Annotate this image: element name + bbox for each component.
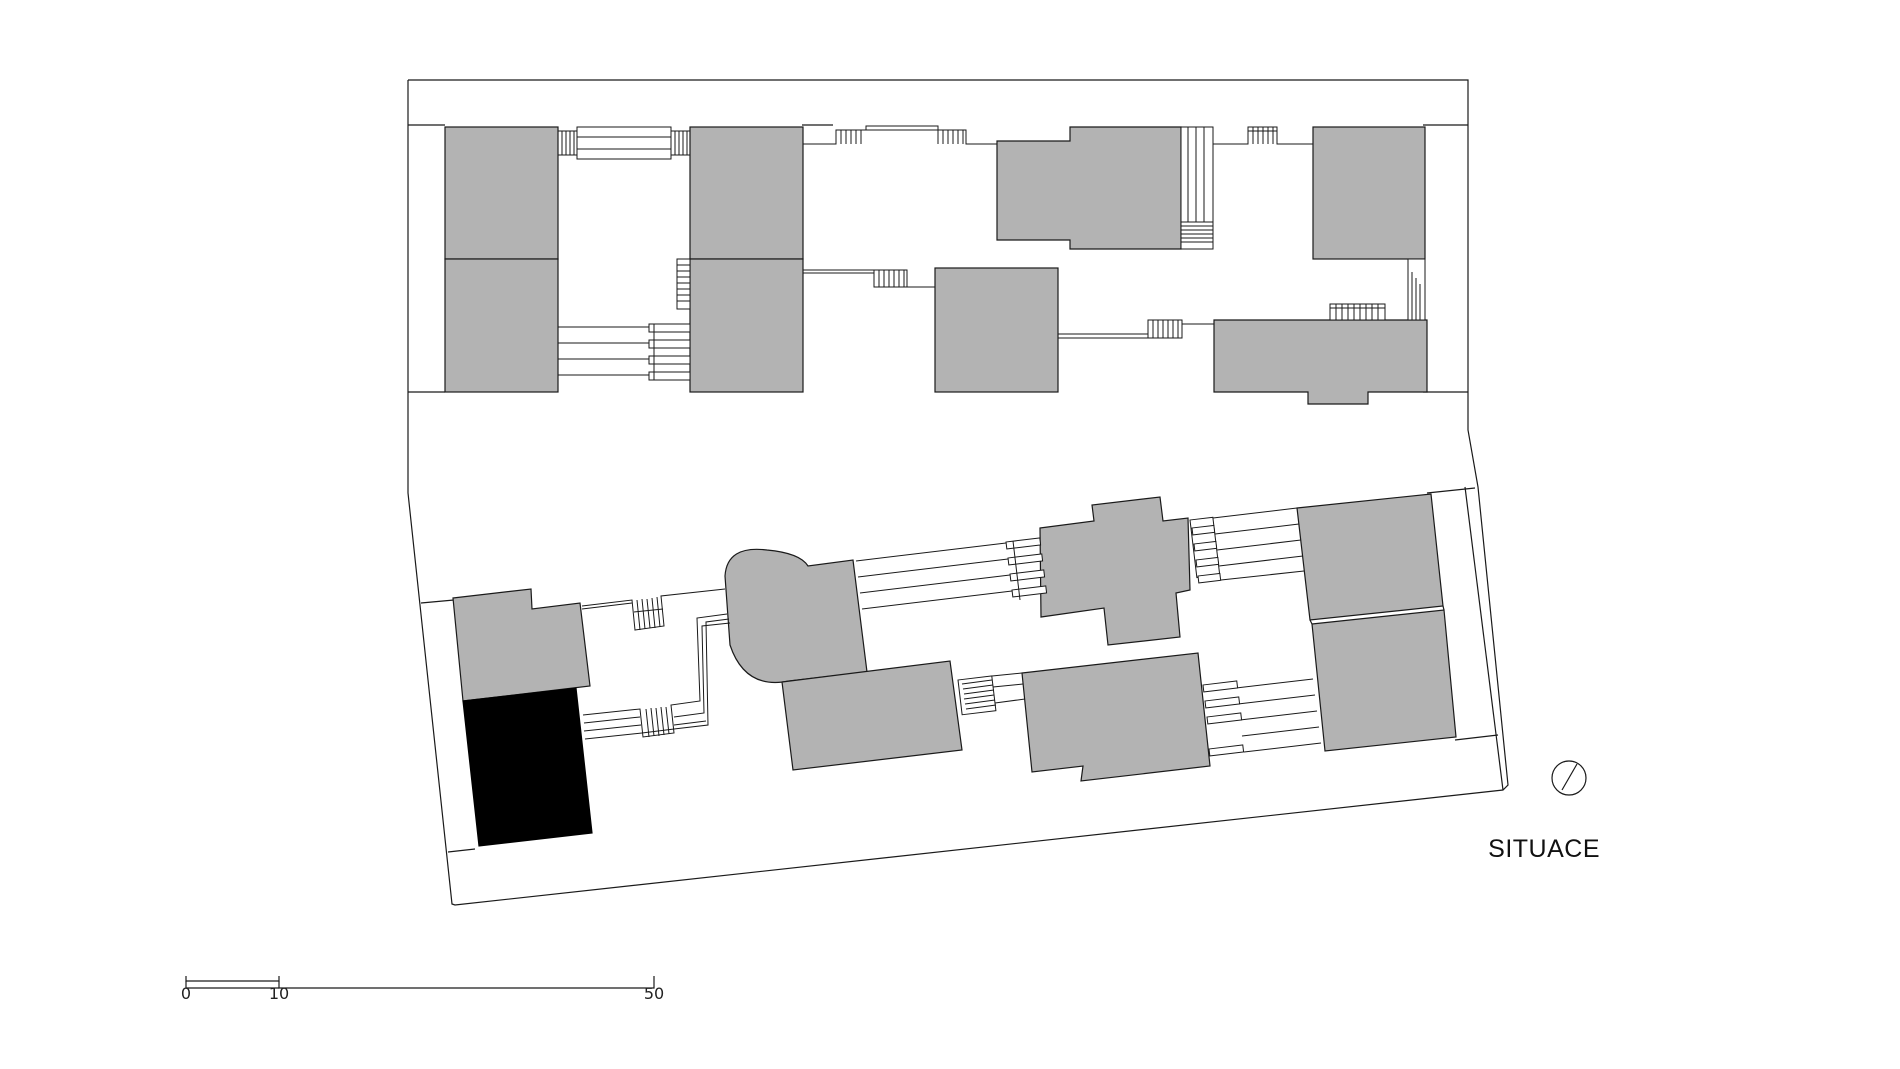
building-l5 xyxy=(1039,496,1191,646)
building-u7 xyxy=(934,267,1059,393)
street-edges-upper xyxy=(408,124,1468,393)
building-row-upper xyxy=(444,126,1428,405)
site-boundary xyxy=(407,79,1509,906)
building-l2-highlighted xyxy=(462,687,593,847)
scale-bar xyxy=(185,976,655,989)
street-edges-lower xyxy=(420,486,1504,853)
building-u6 xyxy=(1312,126,1426,260)
building-u2 xyxy=(444,258,559,393)
drawing-title: SITUACE xyxy=(1488,835,1600,863)
building-l6 xyxy=(1021,652,1211,782)
building-u5 xyxy=(996,126,1182,250)
building-row-lower xyxy=(452,493,1457,847)
building-u1 xyxy=(444,126,559,260)
scale-tick-label-50: 50 xyxy=(643,984,665,1003)
building-l4 xyxy=(781,660,963,771)
building-u8 xyxy=(1213,319,1428,405)
north-arrow-icon xyxy=(1551,760,1587,796)
building-l3-rounded xyxy=(724,548,868,684)
walkways-lower xyxy=(581,507,1322,757)
walkways-upper xyxy=(558,125,1426,381)
building-l7 xyxy=(1296,493,1444,621)
scale-tick-label-10: 10 xyxy=(268,984,290,1003)
building-l8 xyxy=(1311,609,1457,752)
building-l1 xyxy=(452,588,591,702)
building-u3 xyxy=(689,126,804,260)
building-u4 xyxy=(689,258,804,393)
scale-tick-label-0: 0 xyxy=(180,984,192,1003)
